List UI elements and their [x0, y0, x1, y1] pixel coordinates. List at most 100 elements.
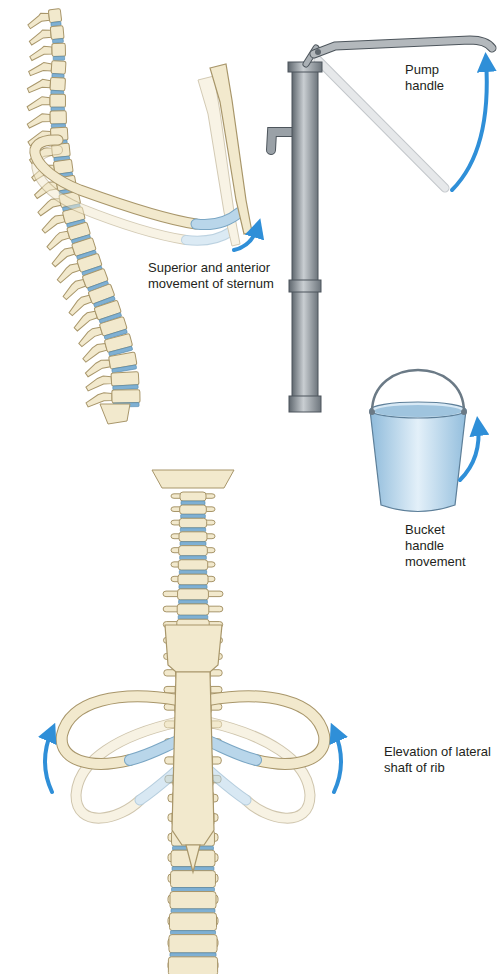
movement-arrow — [45, 730, 52, 792]
vertebral-arch — [80, 342, 108, 362]
costal-cartilage-outline — [196, 212, 240, 225]
intervertebral-disc — [113, 385, 138, 390]
ribs-rest — [206, 722, 310, 818]
movement-arrow — [460, 424, 479, 480]
vertebral-body — [50, 111, 66, 124]
bucket-handle-raised — [372, 370, 464, 412]
bucket-rim — [370, 402, 466, 418]
intervertebral-disc — [52, 39, 63, 44]
vertebral-body — [179, 532, 207, 542]
vertebral-body — [177, 604, 209, 615]
costal-cartilage-outline — [206, 740, 256, 760]
movement-arrow — [334, 730, 341, 792]
movement-arrow — [234, 226, 258, 250]
cartilage-rest-outline — [186, 232, 230, 241]
pump-spout-fill — [271, 132, 292, 150]
intervertebral-disc — [172, 888, 215, 892]
vertebral-arch — [28, 61, 51, 76]
vertebra — [27, 111, 67, 129]
anatomy-label: Pump handle — [405, 62, 467, 94]
manubrium — [165, 625, 222, 672]
rib-fill — [35, 140, 196, 224]
handle-ear — [369, 409, 375, 415]
vertebral-body — [180, 505, 207, 514]
vertebral-body — [169, 913, 216, 931]
vertebral-body — [52, 43, 66, 56]
pump-spout-outline — [271, 132, 292, 150]
label-box: Bucket handle movement — [405, 522, 477, 570]
vertebral-arch — [27, 114, 50, 128]
sternal-body — [172, 672, 214, 845]
intervertebral-disc — [180, 528, 205, 532]
water-pump — [271, 40, 492, 412]
intervertebral-disc — [180, 556, 207, 560]
handle-raised-outline — [314, 40, 492, 54]
vertebral-body — [112, 390, 140, 403]
vertebral-body — [178, 589, 209, 600]
label-box: Elevation of lateral shaft of rib — [384, 744, 496, 776]
rib-rest — [36, 150, 186, 240]
atlas — [152, 470, 234, 488]
rib-rest-fill — [76, 722, 178, 818]
pump-band — [289, 280, 321, 292]
vertebral-arch — [85, 376, 112, 391]
intervertebral-disc — [181, 501, 205, 505]
intervertebral-disc — [180, 542, 206, 546]
lateral-thorax — [26, 8, 258, 424]
vertebral-body — [51, 61, 66, 75]
right-ribs — [206, 696, 341, 818]
vertebral-arch — [27, 12, 50, 28]
vertebral-body — [168, 957, 217, 974]
rib-rest-outline — [36, 150, 186, 240]
rib-rest-outline — [76, 722, 178, 818]
anterior-thorax — [45, 470, 341, 974]
rest-position — [36, 76, 240, 246]
costal-cartilage-fill — [196, 212, 240, 225]
rib-rest — [208, 722, 310, 818]
bucket-body — [370, 410, 466, 512]
left-ribs — [45, 696, 180, 818]
cartilage-rest — [186, 232, 230, 241]
bucket — [369, 370, 479, 512]
pump-spout — [271, 132, 292, 150]
vertebral-body — [50, 77, 65, 91]
vertebral-arch — [44, 230, 71, 250]
anatomy-label: Elevation of lateral shaft of rib — [384, 744, 496, 776]
intervertebral-disc — [178, 615, 208, 619]
intervertebral-disc — [179, 585, 207, 589]
rib-outline — [35, 140, 196, 224]
label-box: Pump handle — [405, 62, 467, 94]
sternum — [210, 64, 252, 234]
costal-cartilage — [130, 740, 180, 760]
vertebral-body — [50, 26, 64, 40]
vertebra — [27, 76, 65, 95]
sacrum — [100, 404, 130, 424]
label-box: Superior and anterior movement of sternu… — [148, 260, 308, 292]
handle-ear — [461, 409, 467, 415]
rib-rest-fill — [208, 722, 310, 818]
cartilage-rest-fill — [186, 232, 230, 241]
intervertebral-disc — [53, 56, 64, 60]
vertebral-body — [179, 518, 206, 528]
vertebral-body — [170, 892, 216, 909]
vertebra — [85, 372, 139, 392]
intervertebral-disc — [170, 953, 216, 957]
vertebral-body — [50, 94, 65, 107]
anatomy-label: Superior and anterior movement of sternu… — [148, 260, 308, 292]
vertebral-arch — [27, 79, 50, 94]
vertebral-body — [111, 372, 139, 386]
intervertebral-disc — [170, 931, 215, 935]
rib-rest — [76, 722, 178, 818]
rib — [35, 140, 196, 224]
movement-arrow — [452, 60, 487, 190]
vertebral-body — [169, 935, 217, 953]
vertebral-arch — [40, 214, 67, 234]
pump-base — [289, 396, 321, 412]
costal-cartilage — [206, 740, 256, 760]
intervertebral-disc — [179, 570, 206, 574]
vertebral-body — [180, 492, 206, 501]
pivot — [315, 49, 321, 55]
